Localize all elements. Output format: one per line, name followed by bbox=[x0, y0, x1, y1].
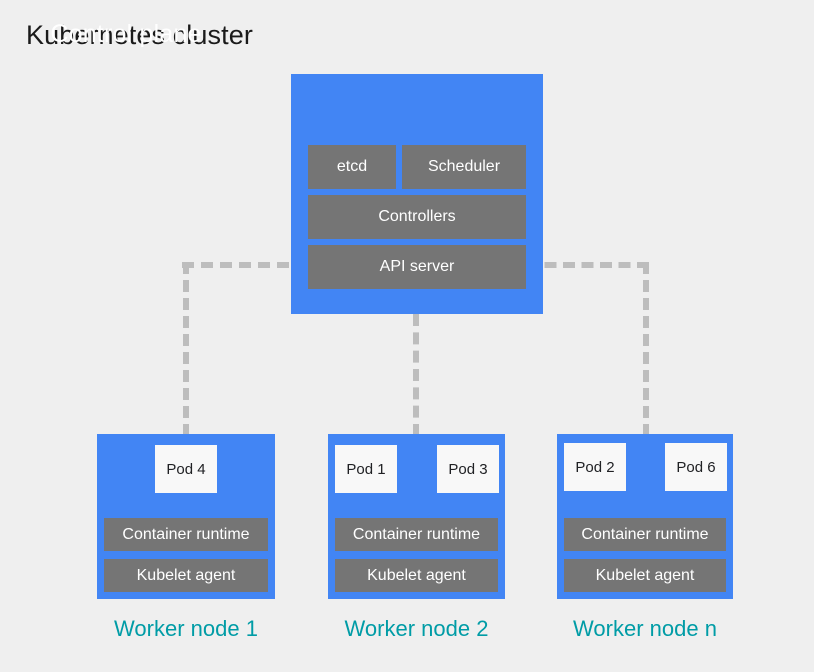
pod-box[interactable]: Pod 4 bbox=[155, 445, 217, 493]
worker-node-1-kubelet-agent[interactable]: Kubelet agent bbox=[104, 559, 268, 592]
worker-node-2-container-runtime[interactable]: Container runtime bbox=[335, 518, 498, 551]
control-plane-component-etcd[interactable]: etcd bbox=[308, 145, 396, 189]
pod-box[interactable]: Pod 1 bbox=[335, 445, 397, 493]
connector-api-to-node-2-vertical bbox=[413, 314, 419, 436]
worker-node-2-kubelet-agent[interactable]: Kubelet agent bbox=[335, 559, 498, 592]
connector-api-to-node-1-horizontal bbox=[182, 262, 308, 268]
connector-api-to-node-n-horizontal bbox=[526, 262, 649, 268]
control-plane-component-scheduler[interactable]: Scheduler bbox=[402, 145, 526, 189]
page-title: Kubernetes cluster bbox=[26, 20, 253, 50]
control-plane-title: Control plane bbox=[50, 20, 202, 48]
pod-box[interactable]: Pod 3 bbox=[437, 445, 499, 493]
pod-box[interactable]: Pod 6 bbox=[665, 443, 727, 491]
control-plane-component-api-server[interactable]: API server bbox=[308, 245, 526, 289]
control-plane-component-controllers[interactable]: Controllers bbox=[308, 195, 526, 239]
worker-node-2-label: Worker node 2 bbox=[344, 616, 489, 641]
pod-box[interactable]: Pod 2 bbox=[564, 443, 626, 491]
worker-node-n-container-runtime[interactable]: Container runtime bbox=[564, 518, 726, 551]
worker-node-n-kubelet-agent[interactable]: Kubelet agent bbox=[564, 559, 726, 592]
worker-node-n-label: Worker node n bbox=[573, 616, 717, 641]
worker-node-1-container-runtime[interactable]: Container runtime bbox=[104, 518, 268, 551]
worker-node-1-label: Worker node 1 bbox=[114, 616, 258, 641]
connector-api-to-node-n-vertical bbox=[643, 262, 649, 436]
connector-api-to-node-1-vertical bbox=[183, 262, 189, 436]
